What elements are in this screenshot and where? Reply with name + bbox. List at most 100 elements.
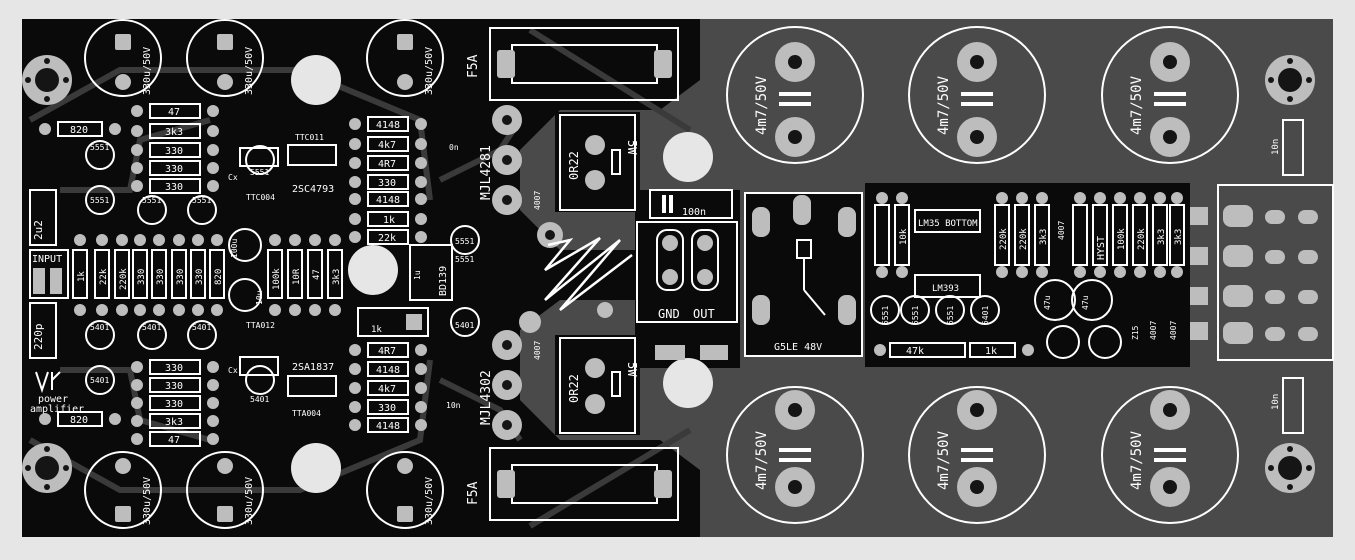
r1k-label: 1k	[77, 271, 87, 282]
power-resistors	[559, 114, 636, 434]
r330-label: 330	[165, 146, 183, 157]
d4148-label: 4148	[376, 365, 400, 376]
cap-4m7-label: 4m7/50V	[936, 75, 952, 135]
brand-line1: power	[38, 394, 68, 405]
r3k3-label: 3k3	[1174, 229, 1184, 245]
cap-330u-outline	[186, 451, 264, 529]
d4148-label: 4148	[376, 195, 400, 206]
cap-220p-label: 220p	[32, 324, 45, 351]
d4007-label: 4007	[1149, 321, 1158, 340]
protection-t-label: 5401	[981, 306, 990, 325]
bd139-label: BD139	[438, 266, 449, 296]
d4007-label: 4007	[533, 191, 542, 210]
driver-transistors	[239, 144, 337, 397]
cap-4m7-label: 4m7/50V	[754, 75, 770, 135]
fuse-bottom-label: F5A	[466, 481, 481, 505]
d4007-label: 4007	[533, 341, 542, 360]
cap-4m7-label: 4m7/50V	[1129, 430, 1145, 490]
corner-pads	[22, 55, 1315, 493]
r220k-label: 220k	[999, 228, 1009, 250]
power-resistor-bottom-value: 0R22	[567, 374, 581, 403]
tta012-label: TTA012	[246, 321, 275, 330]
gnd-label: GND	[658, 307, 680, 321]
power-resistor-top	[559, 114, 636, 211]
t-label: 5401	[90, 376, 109, 385]
input-label: INPUT	[32, 254, 62, 265]
bd139-body	[409, 244, 453, 301]
cap-10n-label: 10n	[446, 401, 461, 410]
cap-4m7-outline	[1101, 386, 1239, 524]
output-coil	[544, 236, 633, 311]
relay-label: G5LE 48V	[774, 342, 822, 353]
trace	[28, 359, 433, 493]
small-resistors	[57, 103, 409, 447]
trimmer-body	[357, 307, 429, 337]
lm35-label: LM35 BOTTOM	[918, 219, 978, 229]
power-resistor-top-rating: 5W	[625, 140, 639, 155]
power-resistor-pads	[585, 135, 605, 414]
t-label: 5551	[192, 196, 211, 205]
r4R7-label: 4R7	[378, 346, 396, 357]
terminal-blocks	[1190, 184, 1334, 361]
mount-pad	[1265, 443, 1315, 493]
r3k3-label: 3k3	[1157, 229, 1167, 245]
transistor-bottom-label: MJL4302	[479, 370, 494, 425]
vertical-resistor-labels: 1k 22k 220k 330 330 330 330 820 100k 10R…	[77, 268, 342, 290]
power-resistor-bottom-rating: 5W	[625, 362, 639, 377]
r100k-label: 100k	[1117, 228, 1127, 250]
cap-330u-label: 330u/50V	[424, 47, 435, 95]
d4148-label: 4148	[376, 421, 400, 432]
driver-labels: 2SC4793 2SA1837 TTC011 TTC004 TTA012 TTA…	[246, 133, 334, 418]
mounting-holes	[291, 55, 713, 493]
fuse-pads	[497, 50, 672, 498]
r330-label: 330	[165, 381, 183, 392]
input-connector	[29, 249, 69, 299]
r22k-label: 22k	[99, 268, 109, 285]
r220k-label: 220k	[119, 268, 129, 290]
relay-outline	[744, 192, 863, 357]
d4007-label: 4007	[1169, 321, 1178, 340]
small-transistor-labels: 5551 5551 5551 5551 5401 5401 5401 5401 …	[90, 143, 542, 410]
r4k7-label: 4k7	[378, 384, 396, 395]
r47-label: 47	[168, 107, 180, 118]
cap-4m7-outline	[726, 386, 864, 524]
cap-10n-bottom	[1282, 377, 1304, 434]
cap-4m7-pads	[775, 42, 1190, 507]
r330-label: 330	[176, 269, 186, 285]
protection-cap-label: 47u	[1043, 295, 1052, 310]
cap-4m7-label: 4m7/50V	[1129, 75, 1145, 135]
hole	[348, 245, 398, 295]
cap-10n-label-top: 10n	[1271, 139, 1281, 155]
r3k3-label: 3k3	[165, 127, 183, 138]
cap-330u-outline	[366, 19, 444, 97]
r330-label: 330	[165, 182, 183, 193]
r3k3-label: 3k3	[332, 269, 342, 285]
r47k-label: 47k	[906, 346, 924, 357]
small-resistor-labels: 820 820 47 3k3 330 330 330 330 330 330 3…	[70, 107, 400, 446]
small-transistors	[85, 140, 480, 395]
cap-0n-label: 0n	[449, 143, 459, 152]
protection-resistors	[874, 204, 1185, 358]
r820-label: 820	[70, 415, 88, 426]
misc-1u-label: 1u	[413, 270, 422, 280]
protection-t-label: 5551	[881, 306, 890, 325]
t-label: 5401	[250, 395, 269, 404]
relay-pads	[752, 195, 856, 325]
hyst-label: HYST	[1096, 236, 1107, 260]
t-label: 5401	[90, 323, 109, 332]
power-resistor-bottom-area	[555, 335, 640, 435]
output-transistor-pads	[492, 105, 563, 440]
lm393-label: LM393	[932, 284, 959, 294]
fuse-holder-bottom	[489, 447, 679, 521]
r330-label: 330	[156, 269, 166, 285]
output-tabs	[655, 345, 728, 360]
r4k7-label: 4k7	[378, 140, 396, 151]
cap-4m7-outline	[908, 26, 1046, 164]
cap-330u-group-top	[84, 19, 444, 529]
r220k-label: 220k	[1019, 228, 1029, 250]
t-label: 5401	[192, 323, 211, 332]
cap-2u2-label: 2u2	[32, 220, 45, 240]
t-label: 5551	[250, 168, 269, 177]
